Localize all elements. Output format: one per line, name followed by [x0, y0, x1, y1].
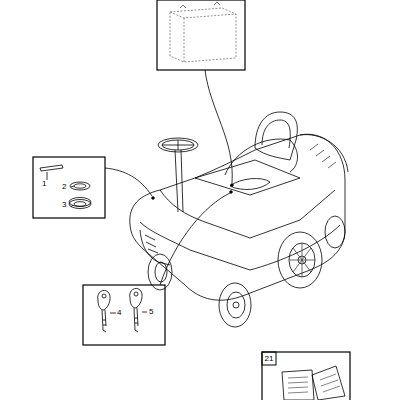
callout-number: 3 [62, 201, 66, 209]
callout-number: 1 [42, 180, 46, 188]
callout-number: 4 [117, 309, 121, 317]
callout-number: 5 [149, 308, 153, 316]
callout-number: 21 [265, 355, 274, 363]
callout-number: 2 [62, 183, 66, 191]
